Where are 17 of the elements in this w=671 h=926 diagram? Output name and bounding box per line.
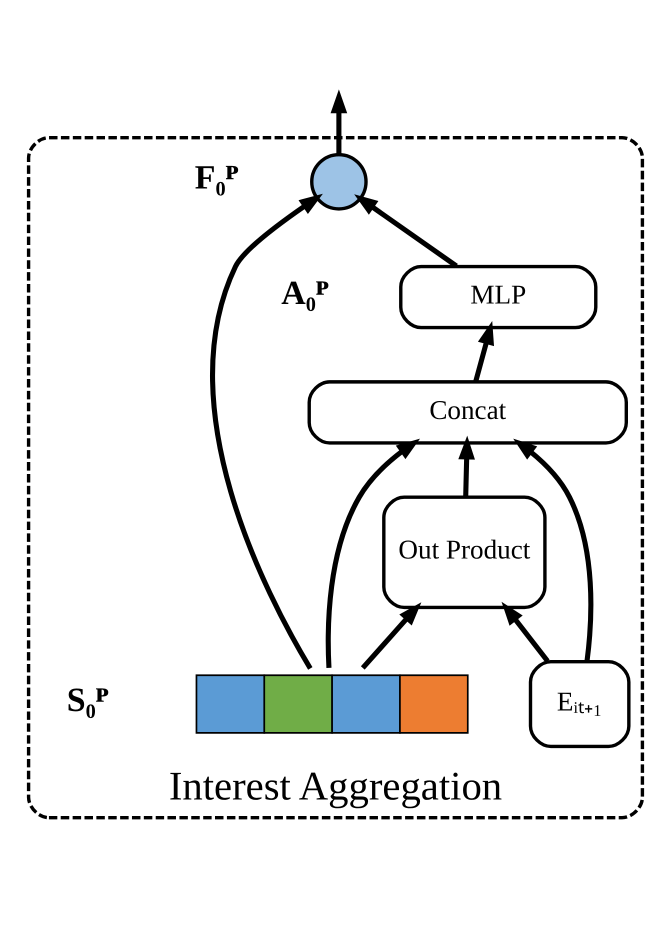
node-label: A₀ᴾ [281,274,328,312]
arrow [326,438,420,668]
arrow [458,435,475,496]
node-box: Eᵢₜ₊₁ [528,659,631,748]
arrow [360,602,422,670]
arrow [210,193,323,670]
arrow [502,601,550,662]
arrow [330,88,348,154]
arrow [473,320,494,382]
node-box: MLP [399,264,598,329]
node-label: S₀ᴾ [66,681,108,718]
node-label: F₀ᴾ [194,159,238,196]
node-box: Out Product [382,494,547,609]
node-circle [310,152,368,210]
arrow [354,194,458,268]
node-box: Concat [308,380,628,444]
arrow [513,438,594,662]
